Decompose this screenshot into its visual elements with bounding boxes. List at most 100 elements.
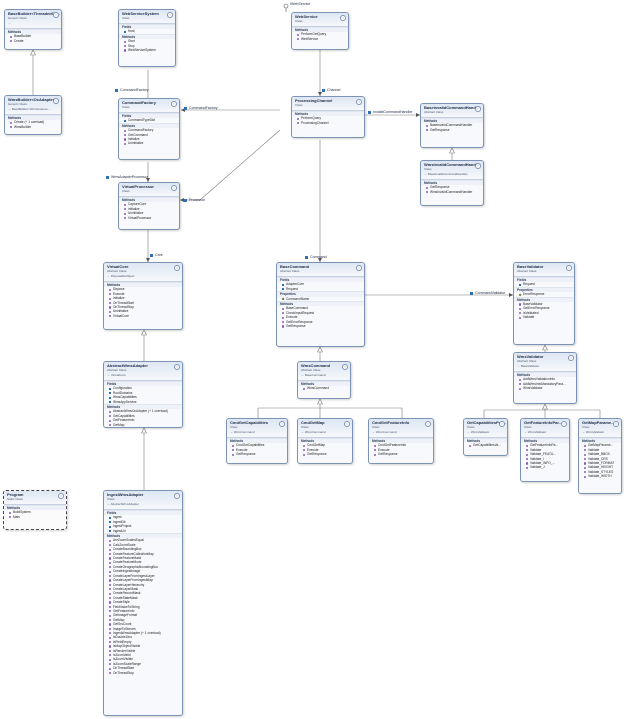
section-title[interactable]: Methods (464, 438, 507, 444)
class-get-map-param[interactable]: GetMapParame...Class→ WmsValidator˄Metho… (578, 418, 622, 494)
collapse-chevron-icon[interactable]: ˄ (342, 364, 348, 370)
collapse-chevron-icon[interactable]: ˄ (167, 12, 173, 18)
section-title[interactable]: Methods (521, 438, 569, 444)
member-item: OnThreadStop (104, 671, 182, 675)
section-title[interactable]: Methods (298, 381, 350, 387)
section-title[interactable]: Methods (119, 33, 175, 40)
section-title[interactable]: Methods (4, 505, 66, 511)
class-base-builder[interactable]: BaseBuilder<ThreadedCo...Generic Class..… (4, 9, 62, 50)
section-title[interactable]: Methods (277, 301, 364, 307)
collapse-chevron-icon[interactable]: ˄ (53, 12, 59, 18)
class-name: Program (7, 492, 24, 497)
section-title[interactable]: Methods (369, 438, 433, 444)
member-item: WmsAppService (104, 400, 182, 404)
section-title[interactable]: Fields (119, 24, 175, 30)
collapse-chevron-icon[interactable]: ˄ (568, 355, 574, 361)
collapse-chevron-icon[interactable]: ˄ (356, 99, 362, 105)
collapse-chevron-icon[interactable]: ˄ (425, 421, 431, 427)
member-item: Initialize (104, 296, 182, 300)
class-name: WmsCommand (301, 363, 331, 368)
connector-label-core: Core (150, 253, 163, 258)
class-get-feature-info-param[interactable]: GetFeatureInfoPar...Class→ WmsValidator˄… (520, 418, 570, 482)
section-title[interactable]: Fields (104, 381, 182, 387)
section-title[interactable]: Methods (104, 282, 182, 288)
class-name: WmsValidator (517, 354, 544, 359)
section-title[interactable]: Fields (514, 277, 574, 283)
section-title[interactable]: Methods (421, 180, 483, 186)
collapse-chevron-icon[interactable]: ˄ (475, 163, 481, 169)
collapse-chevron-icon[interactable]: ˄ (566, 265, 572, 271)
section-title[interactable]: Methods (5, 29, 61, 35)
section-title[interactable]: Methods (292, 27, 348, 33)
section-title[interactable]: Methods (421, 118, 483, 124)
section-title[interactable]: Fields (277, 277, 364, 283)
member-item: RootDomains (104, 391, 182, 395)
section-title[interactable]: Methods (514, 372, 576, 378)
member-item: BaseCommand (277, 306, 364, 310)
collapse-chevron-icon[interactable]: ˄ (340, 15, 346, 21)
member-item: IsValidated (514, 311, 574, 315)
collapse-chevron-icon[interactable]: ˄ (613, 421, 619, 427)
class-wms-builder[interactable]: WmsBuilder<OcAdapter>Generic Class→ Base… (4, 95, 62, 135)
section-title[interactable]: Methods (227, 438, 287, 444)
collapse-chevron-icon[interactable]: ˄ (174, 493, 180, 499)
member-item: Uninitialize (104, 309, 182, 313)
member-item: WmsBuilder (5, 125, 61, 129)
section-title[interactable]: Properties (514, 286, 574, 293)
class-name: CmdGetCapabilities (230, 420, 269, 425)
section-title[interactable]: Methods (298, 438, 352, 444)
collapse-chevron-icon[interactable]: ˄ (53, 98, 59, 104)
class-get-capabilities-param[interactable]: GetCapabilitiesPar...Class→ WmsValidator… (463, 418, 508, 456)
member-item: CommandName (277, 297, 364, 301)
collapse-chevron-icon[interactable]: ˄ (171, 101, 177, 107)
member-item: Execute (104, 292, 182, 296)
collapse-chevron-icon[interactable]: ˄ (171, 185, 177, 191)
connector-label-invalidcommandhandler: InvalidCommandHandler (368, 110, 413, 115)
member-item: AdapterCore (277, 282, 364, 286)
member-item: AbstractWmsOcAdapter (+ 1 overload) (104, 409, 182, 413)
section-title[interactable]: Methods (579, 438, 621, 444)
collapse-chevron-icon[interactable]: ˄ (499, 421, 505, 427)
section-title[interactable]: Methods (104, 533, 182, 539)
section-title[interactable]: Methods (5, 115, 61, 121)
section-title[interactable]: Fields (119, 113, 179, 119)
collapse-chevron-icon[interactable]: ˄ (356, 265, 362, 271)
member-item: GetMapParame... (579, 443, 621, 447)
collapse-chevron-icon[interactable]: ˄ (174, 265, 180, 271)
section-title[interactable]: Methods (119, 122, 179, 129)
section-title[interactable]: Methods (104, 404, 182, 410)
section-title[interactable]: Methods (292, 111, 364, 117)
collapse-chevron-icon[interactable]: ˄ (58, 493, 64, 499)
section-title[interactable]: Methods (119, 197, 179, 203)
section-title[interactable]: Properties (277, 291, 364, 297)
member-item: IsZoomVisible (104, 657, 182, 661)
section-title[interactable]: Methods (514, 296, 574, 303)
section-title[interactable]: Fields (104, 510, 182, 516)
collapse-chevron-icon[interactable]: ˄ (344, 421, 350, 427)
collapse-chevron-icon[interactable]: ˄ (174, 364, 180, 370)
collapse-chevron-icon[interactable]: ˄ (561, 421, 567, 427)
collapse-chevron-icon[interactable]: ˄ (279, 421, 285, 427)
class-kind: Class (524, 425, 532, 429)
collapse-chevron-icon[interactable]: ˄ (475, 106, 481, 112)
member-item: ImageToStream (104, 627, 182, 631)
